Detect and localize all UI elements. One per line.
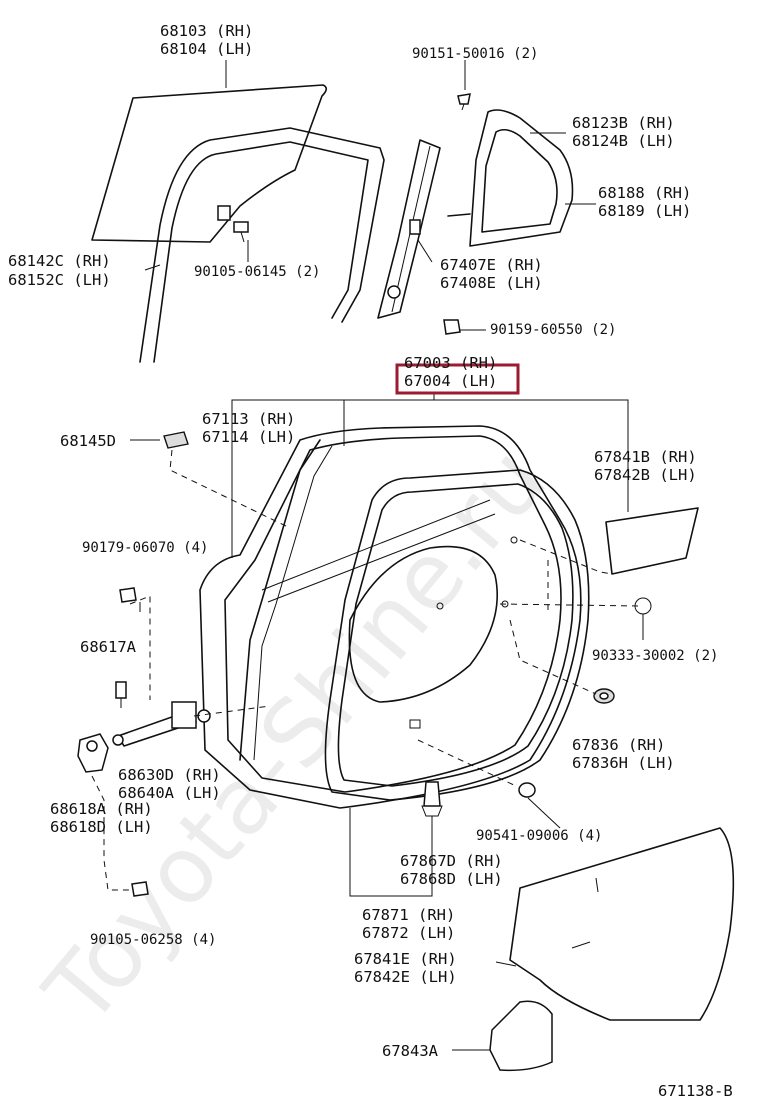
diagram-code: 671138-B (658, 1082, 733, 1100)
label-68189: 68189 (LH) (598, 202, 691, 220)
label-90179: 90179-06070 (4) (82, 540, 208, 556)
label-68103: 68103 (RH) (160, 22, 253, 40)
label-67841b: 67841B (RH) (594, 448, 697, 466)
hole-icon (510, 536, 518, 544)
weatherstrip-inner (337, 483, 574, 787)
watermark-text: Toyota-Shine.ru (24, 427, 567, 1045)
label-90105a: 90105-06145 (2) (194, 264, 320, 280)
front-sash-inner (253, 445, 333, 761)
label-90151: 90151-50016 (2) (412, 46, 538, 62)
hole-icon (436, 602, 444, 610)
label-68142c: 68142C (RH) (8, 252, 111, 270)
grommet-part[interactable] (593, 688, 615, 704)
label-67003: 67003 (RH) (404, 354, 497, 372)
label-90333: 90333-30002 (2) (592, 648, 718, 664)
quarter-glass-part[interactable] (469, 109, 574, 247)
label-68104: 68104 (LH) (160, 40, 253, 58)
label-67842e: 67842E (LH) (354, 968, 457, 986)
leader-lines (130, 60, 644, 1051)
glass-run-channel-inner (153, 141, 369, 363)
label-68145d: 68145D (60, 432, 116, 450)
bolt-icon[interactable] (443, 319, 461, 335)
front-sash-part (239, 439, 321, 761)
glass-run-channel-part[interactable] (139, 127, 385, 363)
clip-icon (409, 219, 421, 235)
label-67836h: 67836H (LH) (572, 754, 675, 772)
pin-icon[interactable] (115, 681, 127, 708)
bracket-icon (217, 205, 231, 221)
clip-part[interactable] (421, 781, 443, 817)
label-68630d: 68630D (RH) (118, 766, 221, 784)
belt-line-lower (267, 513, 496, 603)
label-67841e: 67841E (RH) (354, 950, 457, 968)
label-90159: 90159-60550 (2) (490, 322, 616, 338)
dashed-guides (91, 449, 641, 891)
bolt-icon[interactable] (119, 587, 137, 603)
label-67872: 67872 (LH) (362, 924, 455, 942)
highlight-box (395, 363, 520, 395)
label-90541: 90541-09006 (4) (476, 828, 602, 844)
label-90105b: 90105-06258 (4) (90, 932, 216, 948)
quarter-glass-inner (481, 128, 558, 233)
label-67407e: 67407E (RH) (440, 256, 543, 274)
bolt-hole-icon (387, 285, 401, 299)
label-68617a: 68617A (80, 638, 137, 656)
label-67871: 67871 (RH) (362, 906, 455, 924)
quarter-glass-edge (447, 213, 471, 217)
screw-icon[interactable] (457, 93, 471, 111)
bolt-icon[interactable] (131, 881, 149, 897)
label-67408e: 67408E (LH) (440, 274, 543, 292)
division-bar-part[interactable] (377, 139, 441, 319)
door-panel-part[interactable] (199, 425, 582, 809)
weatherstrip-part[interactable] (324, 469, 590, 801)
service-hole (348, 545, 498, 703)
label-67868d: 67868D (LH) (400, 870, 503, 888)
label-67842b: 67842B (LH) (594, 466, 697, 484)
label-67114: 67114 (LH) (202, 428, 295, 446)
service-hole-cover-part[interactable] (509, 827, 735, 1021)
hinge-part[interactable] (77, 733, 109, 773)
label-68152c: 68152C (LH) (8, 271, 111, 289)
label-68123b: 68123B (RH) (572, 114, 675, 132)
label-68618a: 68618A (RH) (50, 800, 153, 818)
cover-mark (571, 941, 591, 949)
clip-part[interactable] (163, 431, 189, 449)
label-67113: 67113 (RH) (202, 410, 295, 428)
pad-part[interactable] (489, 1000, 553, 1072)
label-67867d: 67867D (RH) (400, 852, 503, 870)
door-check-part[interactable] (112, 701, 211, 747)
label-68124b: 68124B (LH) (572, 132, 675, 150)
cover-mark (595, 877, 599, 893)
label-68188: 68188 (RH) (598, 184, 691, 202)
label-67843a: 67843A (382, 1042, 439, 1060)
belt-line (261, 499, 491, 591)
label-67004: 67004 (LH) (404, 372, 497, 390)
hole-plug-part[interactable] (518, 782, 536, 798)
door-frame-inner (224, 435, 562, 793)
label-68618d: 68618D (LH) (50, 818, 153, 836)
label-68640a: 68640A (LH) (118, 784, 221, 802)
label-67836: 67836 (RH) (572, 736, 665, 754)
door-glass-part[interactable] (91, 84, 328, 243)
hole-icon (409, 719, 421, 729)
bolt-icon[interactable] (233, 221, 249, 243)
trim-cover-part[interactable] (605, 507, 699, 575)
